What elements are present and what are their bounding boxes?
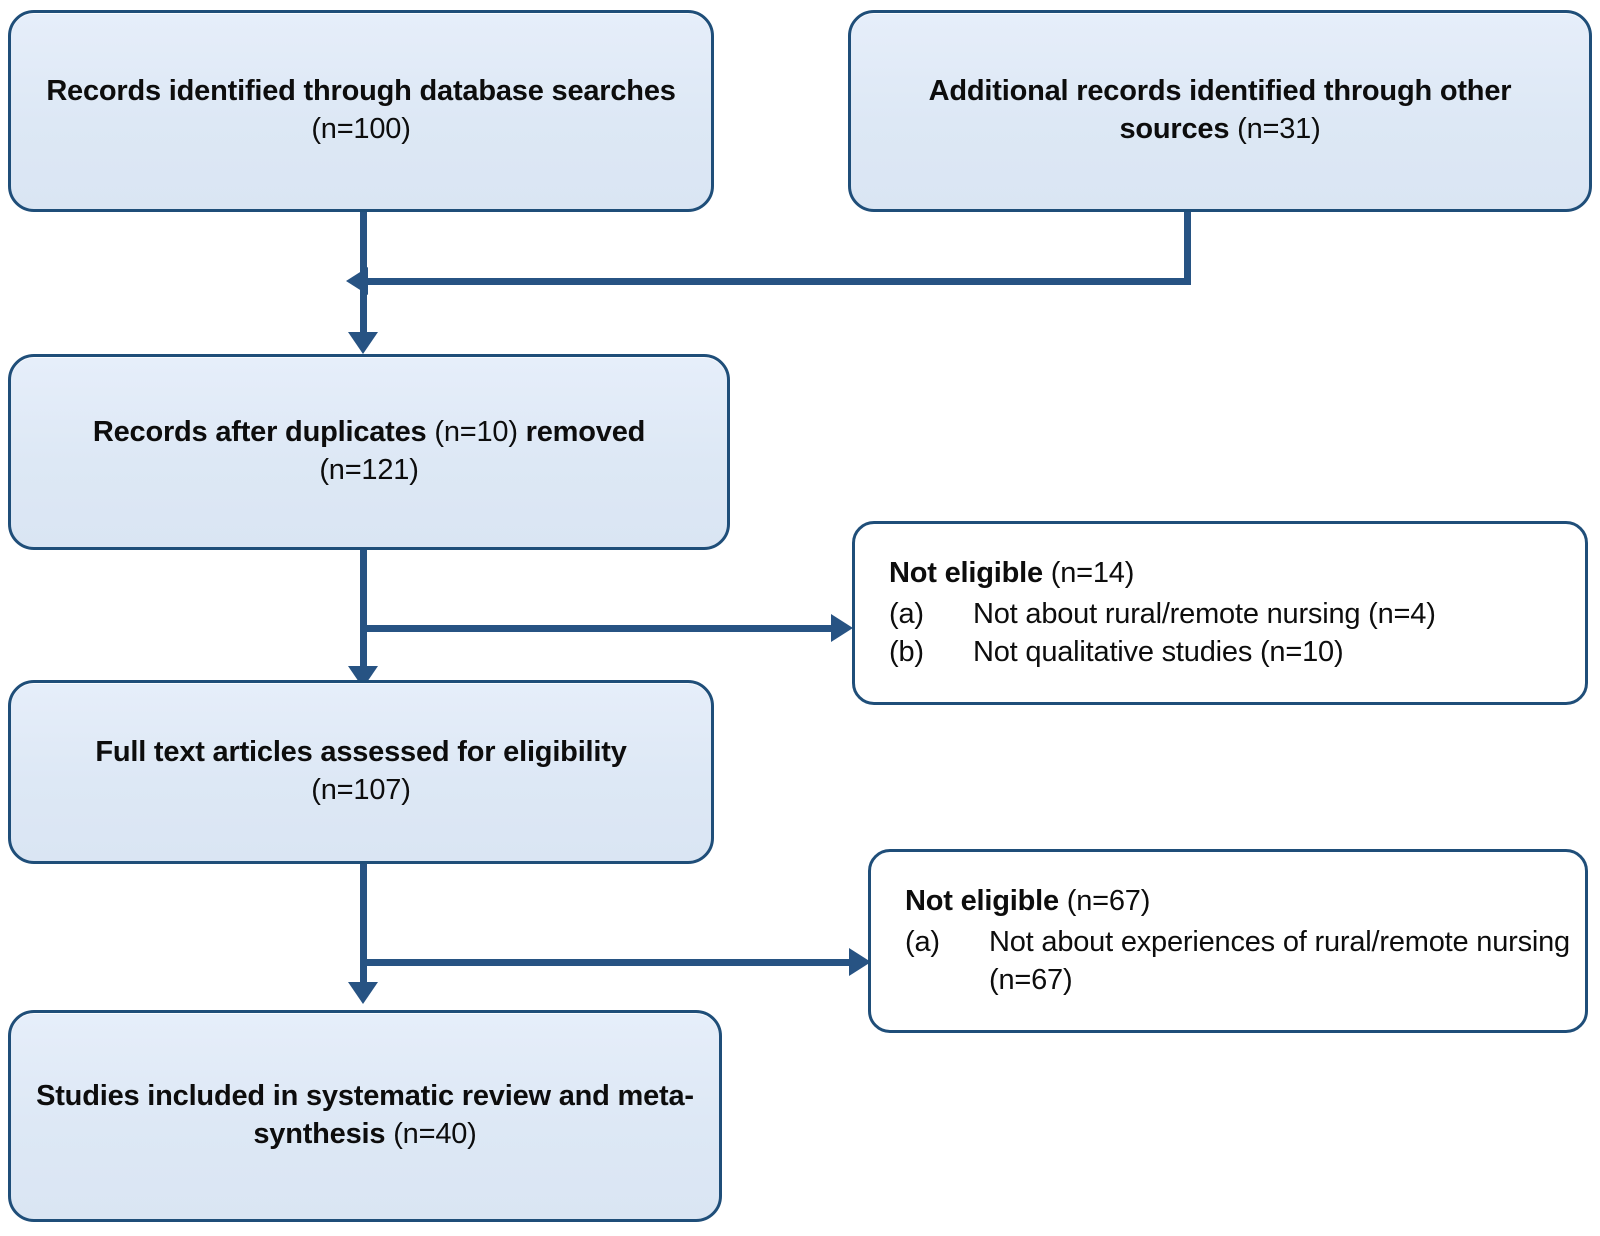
connector-line-identification-other (1184, 212, 1191, 284)
connector-line-branch-exclusion-1 (363, 625, 833, 632)
arrowhead-to-included-icon (348, 982, 378, 1004)
node-exclusion-screening-body: Not eligible (n=14) (a) Not about rural/… (855, 554, 1585, 673)
connector-line-branch-exclusion-2 (363, 959, 851, 966)
node-exclusion-fulltext-heading: Not eligible (n=67) (905, 882, 1573, 921)
node-additional-records-other-sources: Additional records identified through ot… (848, 10, 1592, 212)
node-studies-included-count: (n=40) (393, 1118, 477, 1150)
arrowhead-exclusion-1-icon (831, 614, 853, 642)
node-exclusion-fulltext: Not eligible (n=67) (a) Not about experi… (868, 849, 1588, 1033)
node-exclusion-screening-item-marker: (a) (889, 597, 924, 630)
node-records-identified-database-label: Records identified through database sear… (46, 75, 676, 108)
node-exclusion-fulltext-item: (a) Not about experiences of rural/remot… (905, 923, 1573, 1001)
node-records-after-duplicates: Records after duplicates (n=10) removed (… (8, 354, 730, 550)
node-fulltext-assessed-label: Full text articles assessed for eligibil… (95, 736, 627, 769)
node-records-identified-database-count: (n=100) (311, 113, 411, 145)
connector-line-to-duplicates (360, 278, 367, 334)
node-additional-records-other-sources-text: Additional records identified through ot… (851, 73, 1589, 148)
arrowhead-exclusion-2-icon (849, 948, 871, 976)
connector-line-identification-db (360, 212, 367, 284)
node-studies-included-text: Studies included in systematic review an… (11, 1078, 719, 1153)
node-records-after-duplicates-tail: removed (525, 416, 646, 449)
connector-line-from-fulltext (360, 863, 367, 995)
node-fulltext-assessed-count: (n=107) (311, 774, 411, 806)
node-exclusion-fulltext-item-marker: (a) (905, 925, 940, 958)
node-records-after-duplicates-text: Records after duplicates (n=10) removed (… (71, 414, 667, 489)
node-exclusion-screening-item: (a) Not about rural/remote nursing (n=4) (889, 595, 1573, 634)
connector-line-from-duplicates (360, 550, 367, 680)
node-exclusion-screening-heading-label: Not eligible (889, 556, 1043, 589)
node-fulltext-assessed: Full text articles assessed for eligibil… (8, 680, 714, 864)
node-exclusion-screening-item-label: Not about rural/remote nursing (n=4) (973, 597, 1436, 630)
node-exclusion-screening-item: (b) Not qualitative studies (n=10) (889, 633, 1573, 672)
connector-line-merge (368, 278, 1191, 285)
node-exclusion-fulltext-item-label: Not about experiences of rural/remote nu… (989, 925, 1570, 997)
arrowhead-to-duplicates-icon (348, 332, 378, 354)
node-exclusion-fulltext-heading-count: (n=67) (1066, 884, 1151, 917)
node-exclusion-screening-item-marker: (b) (889, 636, 924, 669)
node-fulltext-assessed-text: Full text articles assessed for eligibil… (73, 734, 648, 809)
node-exclusion-screening-item-label: Not qualitative studies (n=10) (973, 636, 1344, 669)
node-studies-included: Studies included in systematic review an… (8, 1010, 722, 1222)
node-exclusion-screening-heading-count: (n=14) (1050, 556, 1135, 589)
node-additional-records-other-sources-label: Additional records identified through ot… (928, 75, 1512, 145)
node-records-identified-database: Records identified through database sear… (8, 10, 714, 212)
node-exclusion-fulltext-body: Not eligible (n=67) (a) Not about experi… (871, 882, 1585, 1001)
node-exclusion-screening-heading: Not eligible (n=14) (889, 554, 1573, 593)
node-additional-records-other-sources-count: (n=31) (1237, 113, 1321, 145)
node-exclusion-screening: Not eligible (n=14) (a) Not about rural/… (852, 521, 1588, 705)
node-studies-included-label: Studies included in systematic review an… (36, 1080, 694, 1150)
node-records-identified-database-text: Records identified through database sear… (11, 73, 711, 148)
node-exclusion-fulltext-heading-label: Not eligible (905, 884, 1059, 917)
node-records-after-duplicates-lead: Records after duplicates (92, 416, 427, 449)
node-records-after-duplicates-inline-count: (n=10) (434, 416, 518, 449)
node-records-after-duplicates-count: (n=121) (319, 454, 419, 486)
